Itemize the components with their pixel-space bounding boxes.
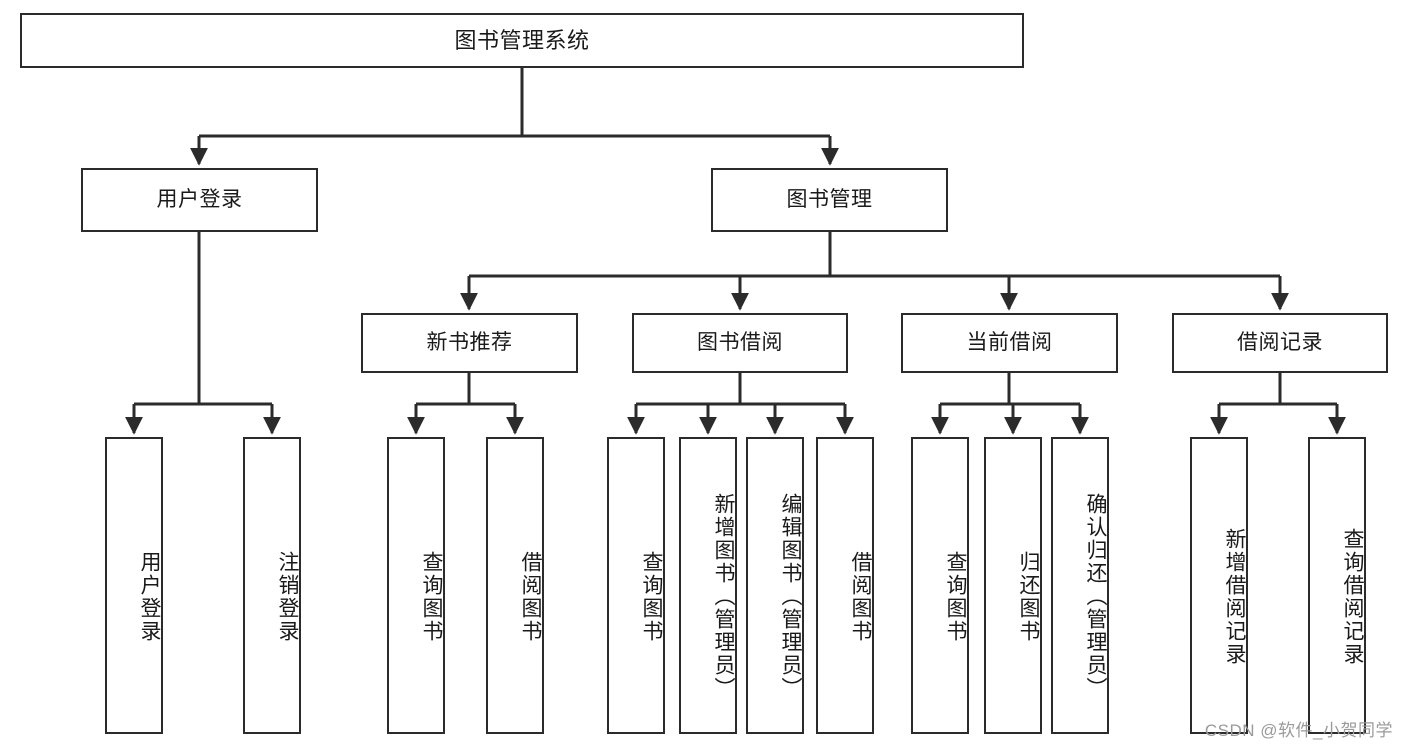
node-label: 图书管理系统 [454,27,590,53]
node-label: 查询图书 [420,550,443,643]
leaf-query-book-recommend[interactable]: 查询图书 [387,437,445,734]
node-label: 用户登录 [156,187,243,211]
leaf-edit-book-admin[interactable]: 编辑图书（管理员） [746,437,804,734]
node-user-login[interactable]: 用户登录 [81,168,318,232]
node-label: 借阅记录 [1237,330,1323,354]
node-label: 新书推荐 [426,330,513,354]
node-label: 查询图书 [944,550,967,643]
node-label: 查询借阅记录 [1341,527,1364,666]
leaf-query-book-current[interactable]: 查询图书 [911,437,969,734]
node-label: 用户登录 [138,550,161,643]
leaf-add-borrow-record[interactable]: 新增借阅记录 [1190,437,1248,734]
node-label: 图书借阅 [697,330,783,354]
node-borrow-record[interactable]: 借阅记录 [1172,313,1388,373]
leaf-user-login[interactable]: 用户登录 [105,437,163,734]
node-label: 查询图书 [640,550,663,643]
watermark: CSDN @软件_小贺同学 [1204,721,1393,740]
leaf-borrow-book-recommend[interactable]: 借阅图书 [486,437,544,734]
node-label: 注销登录 [276,550,299,643]
leaf-borrow-book[interactable]: 借阅图书 [816,437,874,734]
node-current-borrow[interactable]: 当前借阅 [901,313,1118,373]
node-new-book-recommend[interactable]: 新书推荐 [361,313,578,373]
leaf-query-borrow-record[interactable]: 查询借阅记录 [1308,437,1366,734]
node-label: 新增借阅记录 [1223,527,1246,666]
node-label: 当前借阅 [966,330,1053,354]
node-label: 新增图书（管理员） [712,493,735,700]
node-label: 确认归还（管理员） [1084,493,1107,700]
node-label: 借阅图书 [849,550,872,643]
node-root[interactable]: 图书管理系统 [20,13,1024,68]
leaf-return-book[interactable]: 归还图书 [984,437,1042,734]
leaf-query-book-borrow[interactable]: 查询图书 [607,437,665,734]
node-book-management[interactable]: 图书管理 [711,168,948,232]
node-label: 编辑图书（管理员） [779,493,802,700]
node-label: 借阅图书 [519,550,542,643]
node-book-borrow[interactable]: 图书借阅 [632,313,848,373]
leaf-logout[interactable]: 注销登录 [243,437,301,734]
node-label: 归还图书 [1017,550,1040,643]
leaf-add-book-admin[interactable]: 新增图书（管理员） [679,437,737,734]
leaf-confirm-return-admin[interactable]: 确认归还（管理员） [1051,437,1109,734]
node-label: 图书管理 [786,187,873,211]
